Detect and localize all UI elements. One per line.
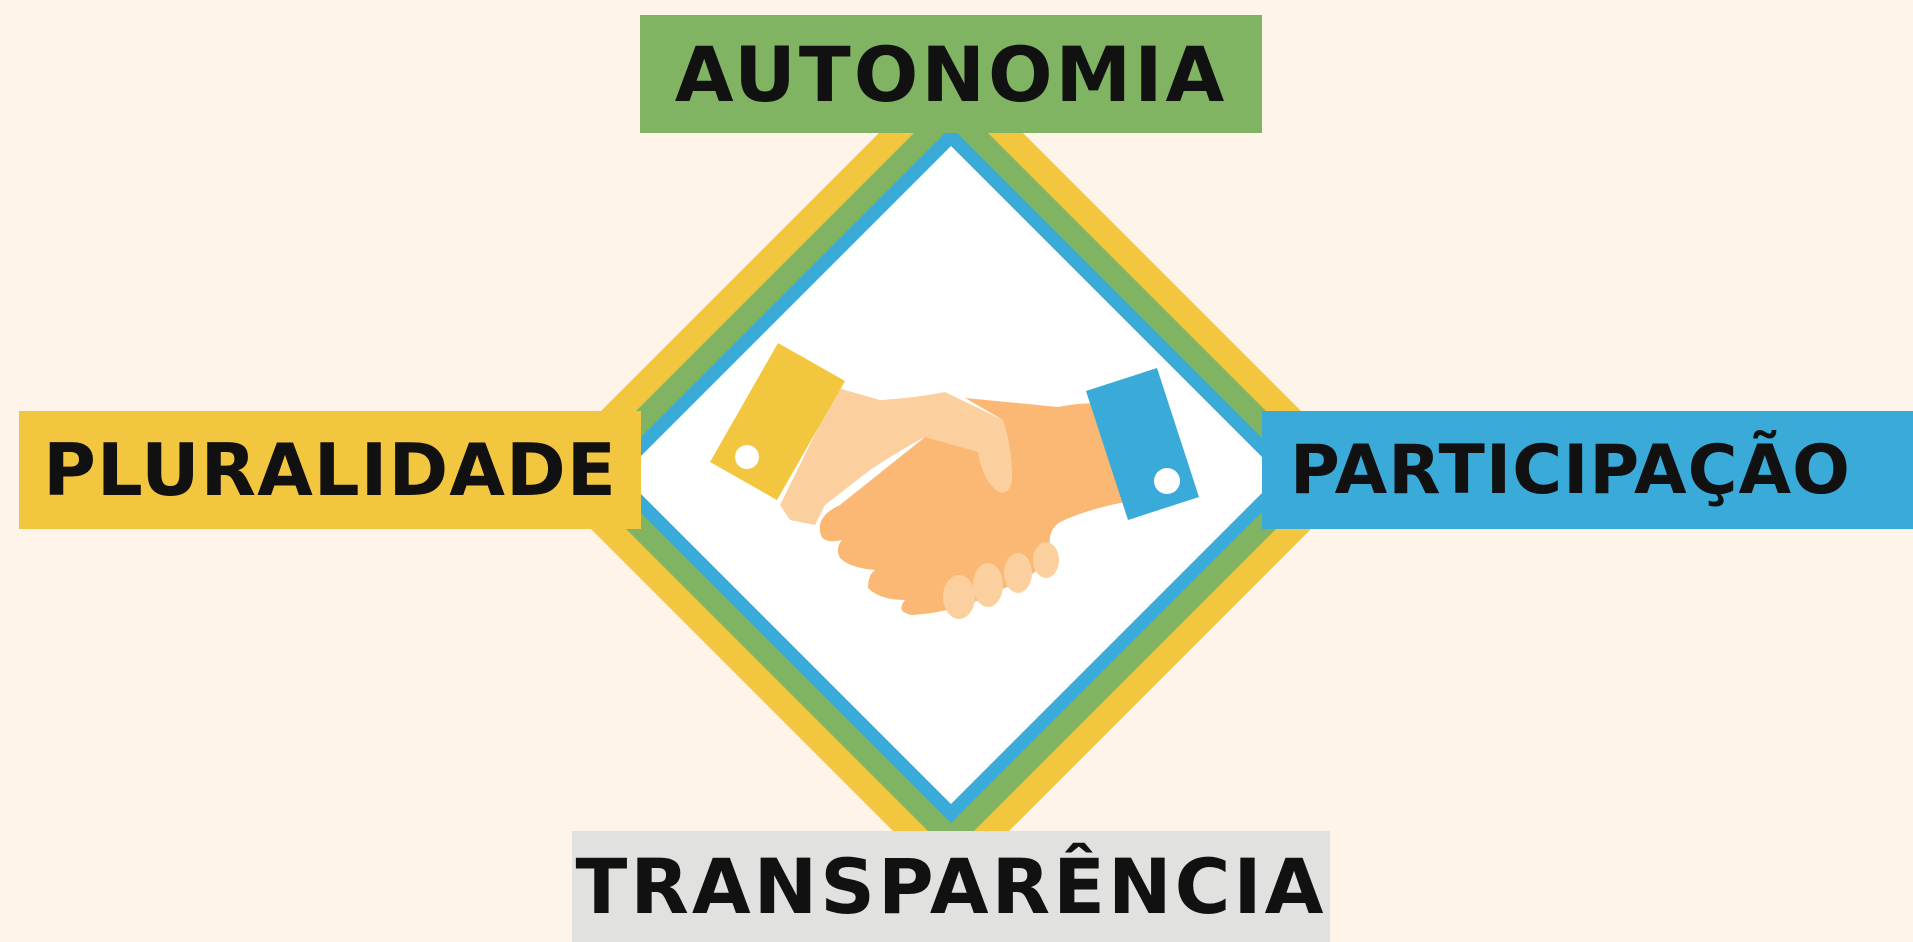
right-panel: [1262, 411, 1913, 529]
label-pluralidade: PLURALIDADE: [43, 428, 617, 512]
left-cuff-button: [735, 445, 759, 469]
top-panel: [640, 15, 1262, 133]
finger-4: [1033, 542, 1059, 578]
label-transparencia: TRANSPARÊNCIA: [575, 842, 1327, 931]
right-hand: [819, 398, 1125, 615]
left-panel: [19, 411, 641, 529]
finger-3: [1004, 553, 1032, 593]
left-hand: [780, 388, 1012, 525]
finger-1: [943, 575, 975, 619]
finger-2: [973, 563, 1003, 607]
bottom-panel: [572, 831, 1330, 942]
handshake-icon: [710, 343, 1199, 619]
label-autonomia: AUTONOMIA: [674, 29, 1228, 119]
label-participacao: PARTICIPAÇÃO: [1290, 430, 1851, 510]
right-cuff-button: [1154, 468, 1180, 494]
